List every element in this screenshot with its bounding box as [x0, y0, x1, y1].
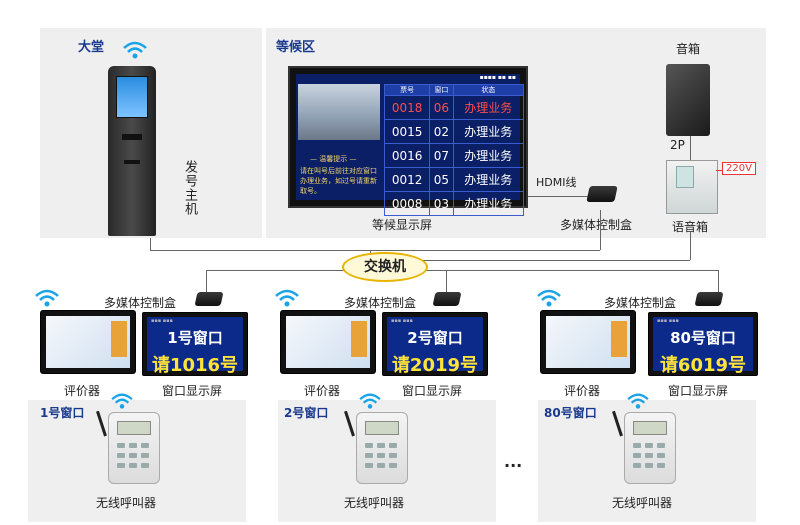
- speaker-cable: [690, 136, 691, 160]
- media-control-box: [432, 292, 462, 306]
- media-box-label: 多媒体控制盒: [104, 296, 177, 310]
- wireless-caller: [108, 412, 160, 484]
- queue-header: 状态: [452, 84, 525, 96]
- queue-header: 票号: [383, 84, 431, 96]
- evaluator-label: 评价器: [64, 384, 101, 398]
- link-w1: [206, 270, 207, 292]
- table-row: 0012 05 办理业务: [383, 167, 525, 192]
- twop-label: 2P: [670, 138, 685, 152]
- link-w80: [718, 270, 719, 292]
- window-label: 80号窗口: [544, 406, 597, 420]
- window-display-2: ▪▪▪ ▪▪▪ 2号窗口 请2019号: [382, 312, 488, 376]
- screen-clock: ▪▪▪▪ ▪▪ ▪▪: [479, 74, 516, 81]
- window-screen-label: 窗口显示屏: [162, 384, 223, 398]
- table-row: 0016 07 办理业务: [383, 143, 525, 168]
- wifi-icon: [537, 289, 561, 307]
- screen-photo: [298, 84, 380, 140]
- window-display-1: ▪▪▪ ▪▪▪ 1号窗口 请1016号: [142, 312, 248, 376]
- window-label: 1号窗口: [40, 406, 85, 420]
- wireless-caller-label: 无线呼叫器: [96, 496, 157, 510]
- kiosk-slot: [124, 160, 140, 164]
- link-media: [600, 210, 601, 250]
- waiting-screen-label: 等候显示屏: [372, 218, 433, 232]
- kiosk-slot: [122, 134, 142, 140]
- waiting-area-label: 等候区: [276, 40, 316, 55]
- window-screen-label: 窗口显示屏: [668, 384, 729, 398]
- wireless-caller: [356, 412, 408, 484]
- window-display-line1: 1号窗口: [167, 329, 223, 347]
- media-box-label: 多媒体控制盒: [604, 296, 677, 310]
- window-display-line2: 请6019号: [659, 355, 747, 376]
- wifi-icon: [275, 289, 299, 307]
- window-display-line1: 2号窗口: [407, 329, 463, 347]
- evaluator-device: [280, 310, 376, 374]
- waiting-display-screen: ▪▪▪▪ ▪▪ ▪▪ — 温馨提示 — 请在叫号后前往对应窗口办理业务，如过号请…: [288, 66, 528, 216]
- media-box-label: 多媒体控制盒: [344, 296, 417, 310]
- wifi-icon: [35, 289, 59, 307]
- window-screen-label: 窗口显示屏: [402, 384, 463, 398]
- link-kiosk: [150, 238, 151, 250]
- wifi-icon: [627, 393, 649, 409]
- window-display-line1: 80号窗口: [670, 329, 736, 347]
- wireless-caller: [624, 412, 676, 484]
- link-bottom: [206, 270, 718, 271]
- ellipsis: ...: [504, 452, 523, 471]
- speaker: [666, 64, 710, 136]
- evaluator-label: 评价器: [564, 384, 601, 398]
- table-row: 0018 06 办理业务: [383, 95, 525, 120]
- media-box-label: 多媒体控制盒: [560, 218, 633, 232]
- power-tag: 220V: [722, 162, 756, 175]
- notice-title: — 温馨提示 —: [310, 155, 357, 163]
- link-voice-h: [420, 260, 690, 261]
- window-display-line2: 请2019号: [391, 355, 479, 376]
- lobby-label: 大堂: [78, 40, 105, 55]
- wifi-icon: [111, 393, 133, 409]
- speaker-label: 音箱: [676, 42, 701, 56]
- wifi-icon: [123, 41, 147, 59]
- evaluator-device: [40, 310, 136, 374]
- notice-body: 请在叫号后前往对应窗口办理业务，如过号请重新取号。: [300, 167, 377, 195]
- link-w2: [446, 270, 447, 292]
- link-top: [150, 250, 600, 251]
- wireless-caller-label: 无线呼叫器: [612, 496, 673, 510]
- network-switch: 交换机: [342, 252, 428, 282]
- power-cable: [716, 170, 724, 171]
- window-display-80: ▪▪▪ ▪▪▪ 80号窗口 请6019号: [648, 312, 758, 376]
- hdmi-cable: [528, 196, 588, 197]
- window-label: 2号窗口: [284, 406, 329, 420]
- media-control-box: [694, 292, 724, 306]
- issuer-label: 发号主机: [182, 160, 197, 216]
- link-voice: [690, 232, 691, 260]
- queue-table: 票号 窗口 状态 0018 06 办理业务 0015 02 办理业务 0016 …: [383, 84, 525, 216]
- media-control-box: [586, 186, 618, 202]
- wireless-caller-label: 无线呼叫器: [344, 496, 405, 510]
- voice-box-panel: [676, 166, 694, 188]
- kiosk-screen: [116, 76, 148, 118]
- table-row: 0008 03 办理业务: [383, 191, 525, 216]
- queue-header: 窗口: [429, 84, 454, 96]
- evaluator-device: [540, 310, 636, 374]
- hdmi-label: HDMI线: [536, 176, 577, 189]
- table-row: 0015 02 办理业务: [383, 119, 525, 144]
- media-control-box: [194, 292, 224, 306]
- voice-box-label: 语音箱: [672, 220, 709, 234]
- wifi-icon: [359, 393, 381, 409]
- window-display-line2: 请1016号: [151, 355, 239, 376]
- evaluator-label: 评价器: [304, 384, 341, 398]
